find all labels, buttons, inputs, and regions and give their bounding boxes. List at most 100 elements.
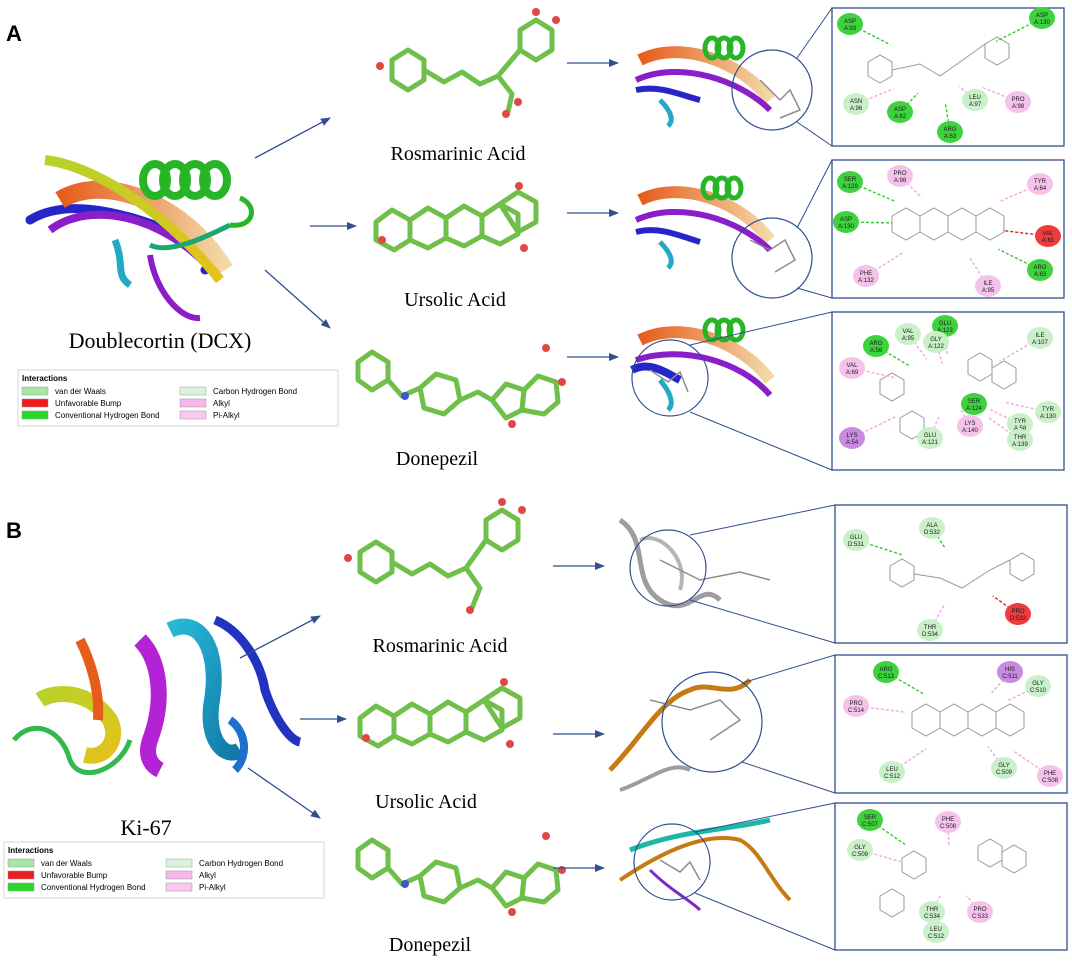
residue-text: ASN [850,99,862,105]
ligand-2d-skeleton [889,552,1035,589]
interaction-line [855,539,904,556]
residue-bubble [1025,675,1051,697]
residue-bubble [937,121,963,143]
legend-title: Interactions [22,374,68,383]
residue-text: THR [926,907,939,913]
residue-bubble [895,323,921,345]
ligand-label: Rosmarinic Acid [391,143,526,165]
residue-text: LYS [965,421,976,427]
connector-line [741,654,836,684]
residue-bubble [837,13,863,35]
interaction-line [995,17,1043,43]
residue-text: A:140 [962,428,978,434]
svg-text:van der Waals: van der Waals [41,859,92,868]
protein-label: Ki-67 [120,815,171,840]
legend-item: van der Waals [21,386,106,396]
residue-text: THR [1014,435,1027,441]
residue-text: C:511 [1002,674,1018,680]
residue-text: A:62 [894,114,907,120]
residue-text: A:61 [1042,238,1055,244]
arrow [254,117,331,159]
residue-bubble [843,695,869,717]
residue-bubble [1037,765,1063,787]
residue-text: TYR [1034,179,1047,185]
residue-bubble [1027,173,1053,195]
residue-text: HIS [1005,667,1015,673]
residue-bubble [887,101,913,123]
residue-text: D:532 [924,530,941,536]
connector-line [689,311,833,346]
residue-bubble [1035,225,1061,247]
interaction-line [855,705,907,713]
interaction-line [987,745,1005,769]
residue-bubble [961,393,987,415]
residue-text: C:509 [996,770,1013,776]
legend-item: Pi-Alkyl [179,410,240,420]
residue-text: GLY [854,845,866,851]
ligand-2d-skeleton [867,36,1010,84]
residue-bubble [839,357,865,379]
residue-text: C:509 [852,852,869,858]
arrow [247,767,321,819]
residue-text: A:98 [1012,104,1025,110]
svg-text:Carbon Hydrogen Bond: Carbon Hydrogen Bond [199,859,283,868]
svg-text:Carbon Hydrogen Bond: Carbon Hydrogen Bond [213,387,297,396]
ligand-2d-skeleton [879,838,1027,918]
docking-complex [634,175,813,299]
residue-bubble [1029,7,1055,29]
svg-text:van der Waals: van der Waals [55,387,106,396]
connector-line [741,761,836,794]
residue-text: PRO [849,701,862,707]
arrow [264,269,331,329]
residue-text: PHE [860,271,872,277]
svg-text:Unfavorable Bump: Unfavorable Bump [55,399,122,408]
residue-text: A:121 [922,440,938,446]
residue-text: GLU [939,321,951,327]
residue-bubble [843,93,869,115]
docking-complex [618,817,792,912]
residue-text: ILE [1035,333,1044,339]
docking-complex [618,517,771,609]
legend-item: van der Waals [7,858,92,868]
legend-item: Conventional Hydrogen Bond [21,410,160,420]
residue-text: C:508 [940,824,957,830]
residue-text: GLU [850,535,862,541]
residue-text: A:95 [982,288,995,294]
residue-text: A:93 [844,26,857,32]
interaction-line [851,415,897,439]
ursolic-acid-structure [357,678,523,749]
connector-line [689,411,833,471]
ligand-label: Ursolic Acid [404,289,506,311]
ligand-2d-skeleton [891,207,1005,241]
svg-text:Alkyl: Alkyl [199,871,216,880]
connector-line [694,892,836,951]
residue-text: ALA [926,523,937,529]
residue-bubble [967,901,993,923]
residue-bubble [879,761,905,783]
residue-bubble [1005,91,1031,113]
legend-item: Conventional Hydrogen Bond [7,882,146,892]
connector-line [796,159,833,229]
residue-text: A:129 [842,184,858,190]
residue-text: D:534 [922,632,939,638]
residue-text: A:123 [937,328,953,334]
residue-text: A:56 [870,348,883,354]
legend-item: Unfavorable Bump [7,870,108,880]
connector-line [694,802,836,833]
legend-item: Alkyl [179,398,230,408]
ligand-label: Donepezil [389,934,472,956]
